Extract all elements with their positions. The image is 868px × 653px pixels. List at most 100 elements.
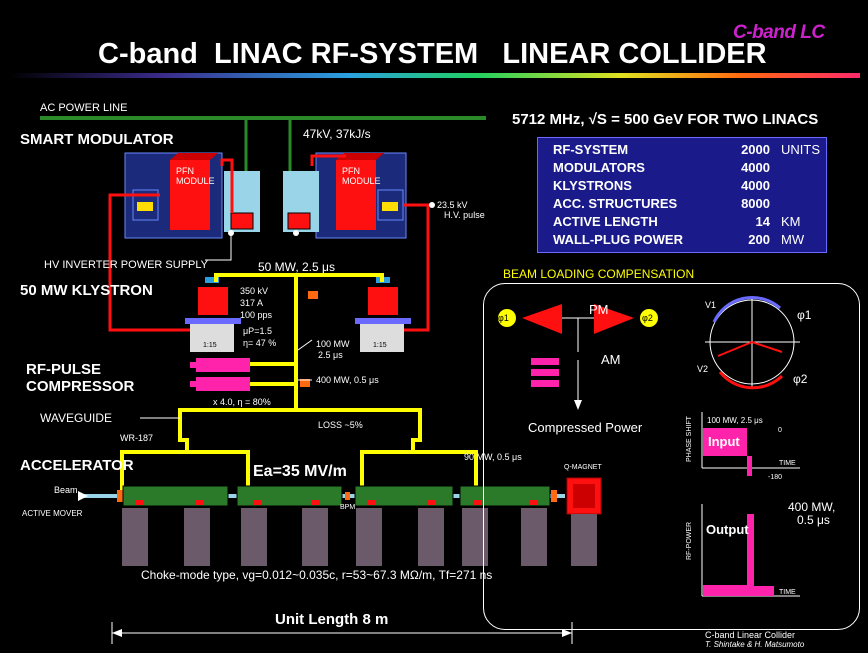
beam-arrow-icon — [78, 491, 88, 501]
phi2-source-icon — [640, 309, 658, 327]
brand-logo: C-band LC — [733, 22, 825, 43]
ratio-label: 1:15 — [373, 342, 387, 349]
klystron-current: 317 A — [240, 298, 264, 308]
hv-pulse-label: 23.5 kV — [437, 200, 468, 210]
credit-line: C-band Linear Collider — [705, 630, 796, 640]
output-label: Output — [706, 522, 749, 537]
accelerator-label: ACCELERATOR — [20, 457, 134, 474]
input-pulse-label: 100 MW, 2.5 μs — [707, 416, 763, 425]
spec-row-unit: MW — [781, 232, 805, 247]
hv-cable — [108, 193, 190, 332]
output-arrow-icon — [574, 400, 582, 410]
input-pulse — [703, 428, 747, 456]
spec-row-value: 4000 — [741, 178, 770, 193]
spec-row-value: 200 — [748, 232, 770, 247]
spec-row-name: WALL-PLUG POWER — [553, 232, 683, 247]
waveguide-label: WAVEGUIDE — [40, 411, 113, 425]
spec-row-value: 14 — [755, 214, 770, 229]
spec-row-value: 2000 — [741, 142, 770, 157]
unit-length-label: Unit Length 8 m — [275, 611, 389, 628]
phase-modulator-right — [594, 304, 634, 334]
klystron-rep-rate: 100 pps — [240, 310, 273, 320]
pulse-compressor-cavity — [196, 358, 250, 372]
v2-label: V2 — [697, 364, 709, 374]
klystron-voltage: 350 kV — [240, 286, 269, 296]
spec-row-name: ACC. STRUCTURES — [553, 196, 678, 211]
pm-label: PM — [589, 302, 609, 317]
compression-label: x 4.0, η = 80% — [213, 397, 271, 407]
efficiency-label: η= 47 % — [243, 338, 277, 348]
hv-inverter-label: HV INVERTER POWER SUPPLY — [44, 259, 209, 271]
wr187-label: WR-187 — [120, 433, 154, 443]
power-400mw-label: 400 MW, 0.5 μs — [316, 375, 379, 385]
phase-zero-label: 0 — [778, 427, 782, 434]
ratio-label: 1:15 — [203, 342, 217, 349]
spec-row-unit: UNITS — [781, 142, 820, 157]
pulse-compressor-cavity — [196, 377, 250, 391]
am-label: AM — [601, 352, 621, 367]
q-magnet-label: Q-MAGNET — [564, 464, 602, 471]
time-axis: TIME — [779, 589, 796, 596]
power-50mw-label: 50 MW, 2.5 μs — [258, 260, 335, 274]
credit-authors: T. Shintake & H. Matsumoto — [705, 640, 805, 649]
spec-header: 5712 MHz, √S = 500 GeV FOR TWO LINACS — [512, 111, 819, 128]
switch-tube-icon — [377, 189, 404, 221]
spec-row-value: 4000 — [741, 160, 770, 175]
acc-structure — [459, 485, 551, 507]
input-label: Input — [708, 434, 740, 449]
spec-row-name: MODULATORS — [553, 160, 645, 175]
structure-spec-label: Choke-mode type, vg=0.012~0.035c, r=53~6… — [141, 568, 493, 582]
phase-minus180-label: -180 — [768, 474, 783, 481]
spec-row-unit: KM — [781, 214, 801, 229]
phi1-label: φ1 — [498, 313, 509, 323]
ac-power-label: AC POWER LINE — [40, 102, 128, 114]
spec-row-name: ACTIVE LENGTH — [553, 214, 658, 229]
v1-label: V1 — [705, 300, 717, 310]
klystron — [198, 287, 228, 315]
acc-structure — [236, 485, 343, 507]
bpm-label: BPM — [340, 504, 356, 511]
inverter-unit — [230, 212, 254, 230]
perveance-label: μP=1.5 — [243, 326, 272, 336]
kv-rate-label: 47kV, 37kJ/s — [303, 127, 371, 141]
gradient-label: Ea=35 MV/m — [253, 463, 347, 480]
page-title: C-band LINAC RF-SYSTEM LINEAR COLLIDER — [98, 38, 767, 70]
spec-row-name: RF-SYSTEM — [553, 142, 629, 157]
phase-phi2-label: φ2 — [793, 372, 808, 386]
beam-label: Beam — [54, 485, 78, 495]
rainbow-divider — [8, 73, 860, 78]
active-mover-label: ACTIVE MOVER — [22, 509, 83, 518]
smart-modulator-label: SMART MODULATOR — [20, 131, 174, 148]
pulse-transformer — [360, 324, 404, 352]
klystron-label: 50 MW KLYSTRON — [20, 282, 153, 299]
phase-phi1-label: φ1 — [797, 308, 812, 322]
pulse-transformer — [190, 324, 234, 352]
output-pulse-label: 0.5 μs — [797, 513, 830, 527]
phi2-label: φ2 — [642, 313, 653, 323]
power-100mw-label: 2.5 μs — [318, 350, 343, 360]
spec-row-value: 8000 — [741, 196, 770, 211]
klystron — [368, 287, 398, 315]
spec-row-name: KLYSTRONS — [553, 178, 632, 193]
pfn-module-label: PFN MODULE — [176, 166, 215, 186]
rf-power-axis: RF-POWER — [686, 521, 693, 560]
loss-label: LOSS ~5% — [318, 420, 363, 430]
phase-shift-axis: PHASE SHIFT — [686, 416, 693, 462]
inverter-unit — [287, 212, 311, 230]
rf-pulse-label: RF-PULSE — [26, 361, 101, 378]
time-axis: TIME — [779, 460, 796, 467]
power-100mw-label: 100 MW — [316, 339, 350, 349]
power-90mw-label: 90 MW, 0.5 μs — [464, 452, 522, 462]
output-pulse-label: 400 MW, — [788, 500, 836, 514]
blc-title: BEAM LOADING COMPENSATION — [503, 267, 695, 281]
hv-pulse-label: H.V. pulse — [444, 210, 485, 220]
beam-loading-panel — [483, 283, 860, 630]
phase-modulator-left — [522, 304, 562, 334]
waveguide-network — [120, 273, 478, 492]
output-pulse-peak — [747, 514, 754, 596]
phi1-source-icon — [498, 309, 516, 327]
pfn-module-block — [336, 160, 376, 230]
spec-table: RF-SYSTEM 2000 UNITS MODULATORS 4000 KLY… — [537, 137, 827, 253]
switch-tube-icon — [132, 189, 159, 221]
